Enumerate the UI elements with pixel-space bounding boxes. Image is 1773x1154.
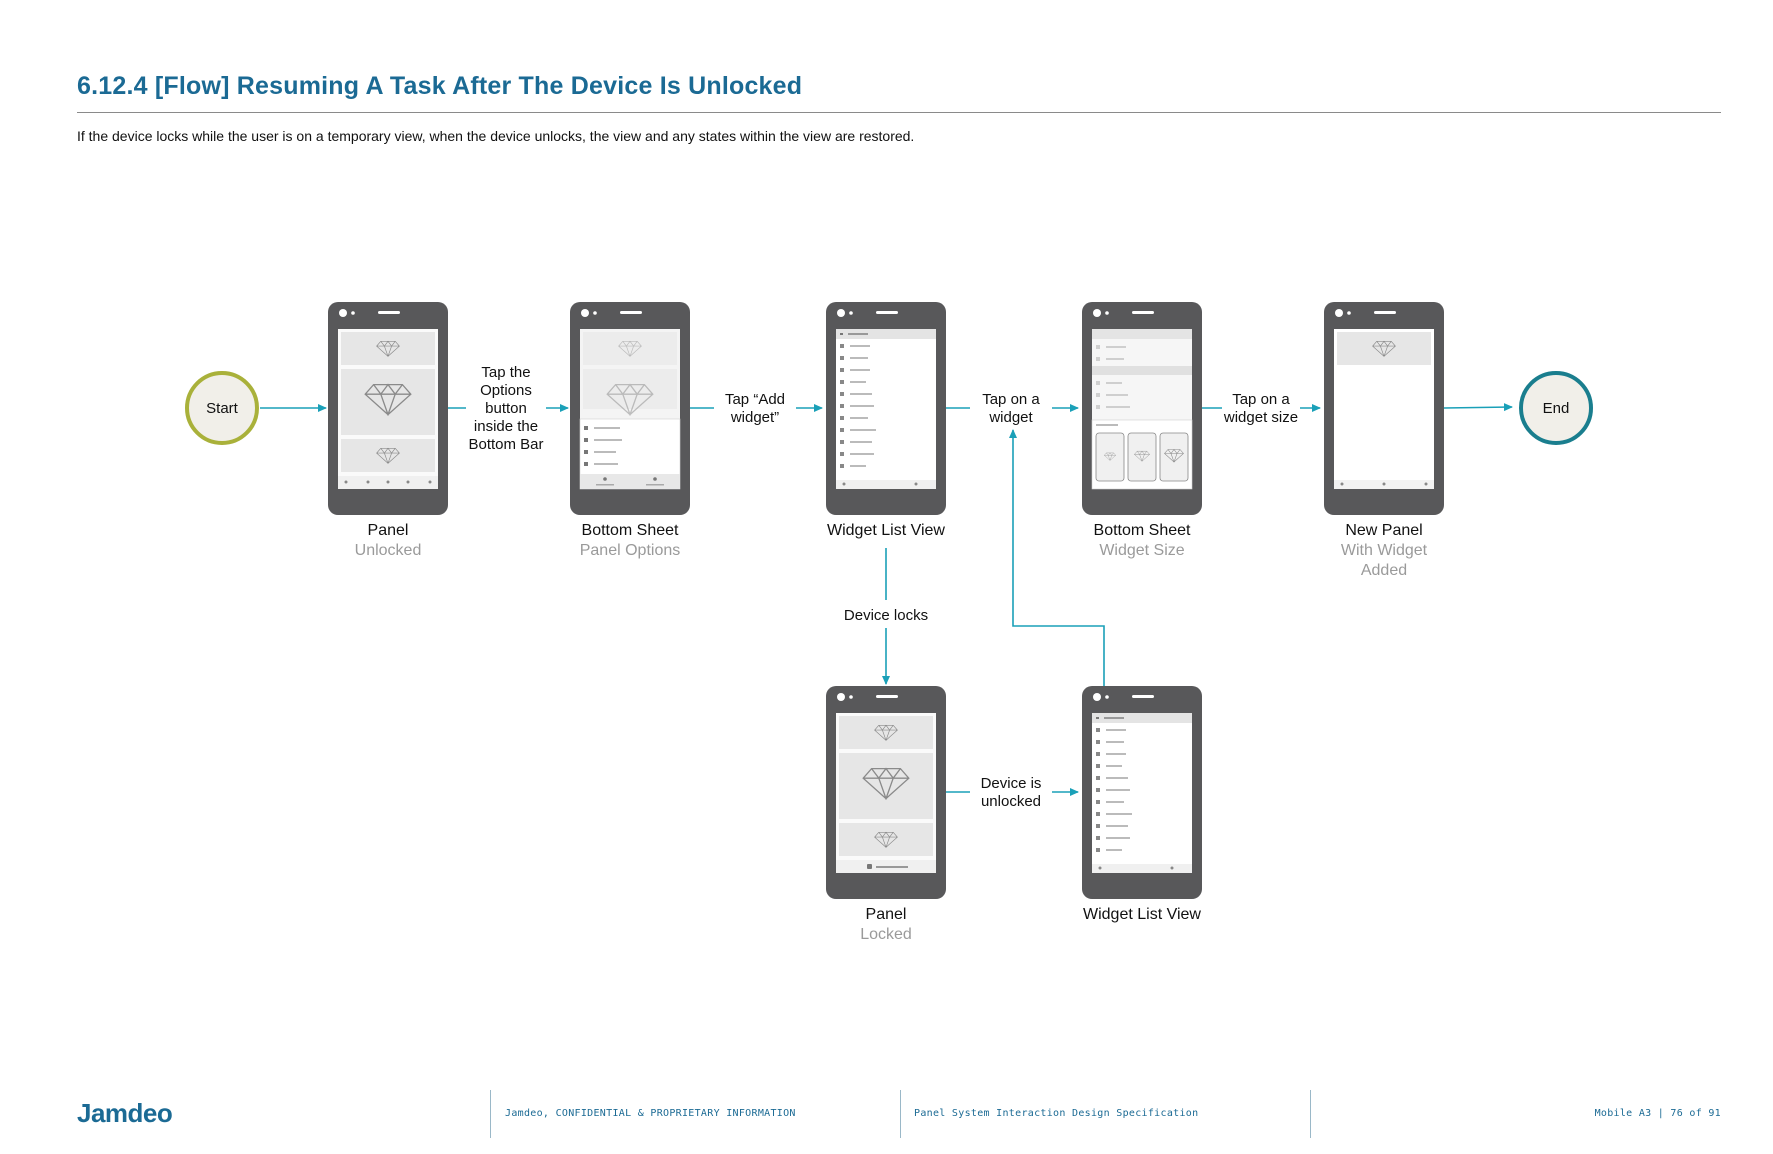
footer-page-number: Mobile A3 | 76 of 91 (1594, 1108, 1721, 1119)
screen-name: Bottom Sheet (1093, 522, 1191, 539)
arrow-new-panel-to-end (1443, 403, 1513, 412)
footer-divider (490, 1090, 491, 1138)
transition-label-options: Tap the Options button inside the Bottom… (468, 364, 544, 453)
transition-label-device-unlocked: Device is unlocked (980, 775, 1042, 810)
transition-label-tap-widget: Tap on a widget (982, 391, 1040, 426)
screen-title-widget-list-view: Widget List View (766, 521, 1006, 541)
footer-divider (900, 1090, 901, 1138)
screen-title-panel-locked: Panel Locked (766, 905, 1006, 945)
transition-label-tap-widget-size: Tap on a widget size (1223, 391, 1299, 426)
phone-bottom-sheet-widget-size (1082, 302, 1202, 515)
start-node: Start (185, 371, 259, 445)
phone-panel-locked (826, 686, 946, 899)
page-description: If the device locks while the user is on… (77, 128, 915, 144)
screen-name: Widget List View (827, 522, 945, 539)
flow-arrows (260, 403, 1513, 796)
footer-spec-title: Panel System Interaction Design Specific… (914, 1108, 1199, 1119)
screen-name: Panel (865, 906, 907, 923)
transition-label-device-locks: Device locks (826, 607, 946, 625)
screen-title-panel-unlocked: Panel Unlocked (268, 521, 508, 561)
screen-subtitle: Locked (860, 926, 912, 943)
title-divider (77, 112, 1721, 113)
jamdeo-logo: Jamdeo (77, 1098, 173, 1128)
end-node: End (1519, 371, 1593, 445)
footer-confidential: Jamdeo, CONFIDENTIAL & PROPRIETARY INFOR… (505, 1108, 796, 1119)
screen-subtitle: Widget Size (1099, 542, 1185, 559)
screen-title-new-panel: New Panel With Widget Added (1264, 521, 1504, 581)
screen-subtitle: Unlocked (354, 542, 422, 559)
start-label: Start (206, 400, 239, 417)
screen-name: New Panel (1345, 522, 1423, 539)
screen-name: Bottom Sheet (581, 522, 679, 539)
screen-name: Widget List View (1083, 906, 1201, 923)
phone-widget-list-view (826, 302, 946, 515)
phone-panel-unlocked (328, 302, 448, 515)
screen-title-bottom-sheet-widget-size: Bottom Sheet Widget Size (1022, 521, 1262, 561)
phone-new-panel (1324, 302, 1444, 515)
screen-title-bottom-sheet-options: Bottom Sheet Panel Options (510, 521, 750, 561)
footer-divider (1310, 1090, 1311, 1138)
arrow-widget-list-2-back-up (1009, 429, 1105, 686)
transition-label-add-widget: Tap “Add widget” (724, 391, 786, 426)
screen-title-widget-list-view-restored: Widget List View (1022, 905, 1262, 925)
screen-subtitle: With Widget Added (1340, 542, 1428, 579)
phone-bottom-sheet-panel-options (570, 302, 690, 515)
phone-widget-list-view-restored (1082, 686, 1202, 899)
screen-subtitle: Panel Options (579, 542, 681, 559)
end-label: End (1543, 400, 1570, 417)
page-title: 6.12.4 [Flow] Resuming A Task After The … (77, 72, 803, 100)
screen-name: Panel (367, 522, 409, 539)
